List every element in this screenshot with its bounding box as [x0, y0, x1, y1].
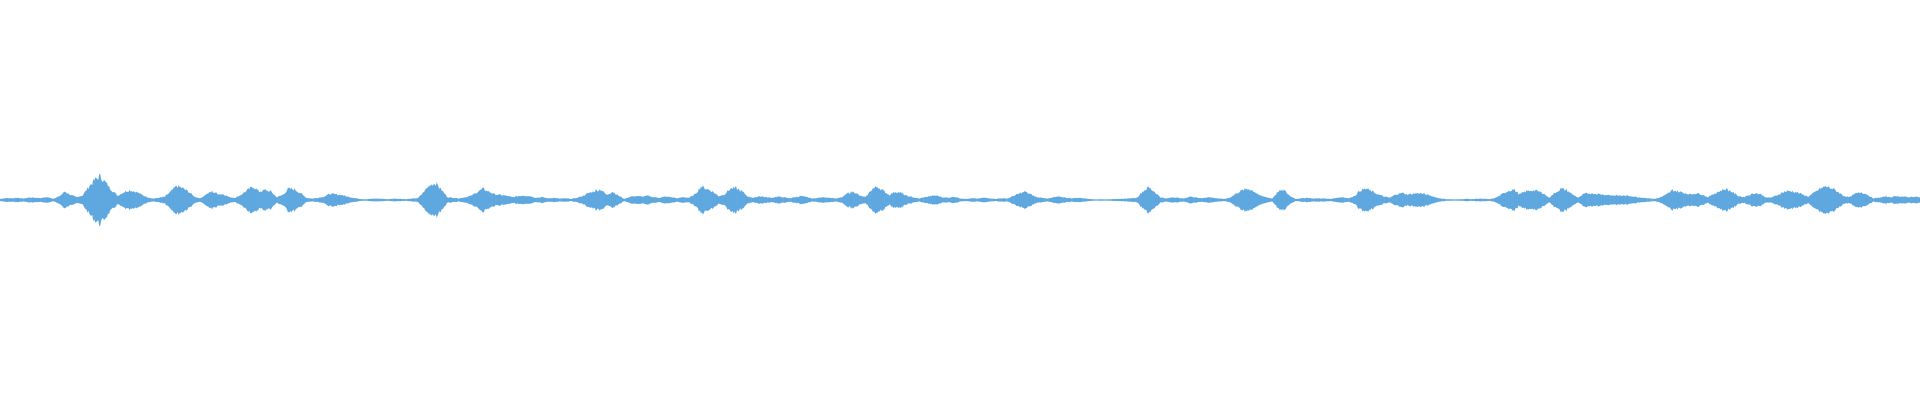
waveform-shape	[0, 173, 1920, 227]
